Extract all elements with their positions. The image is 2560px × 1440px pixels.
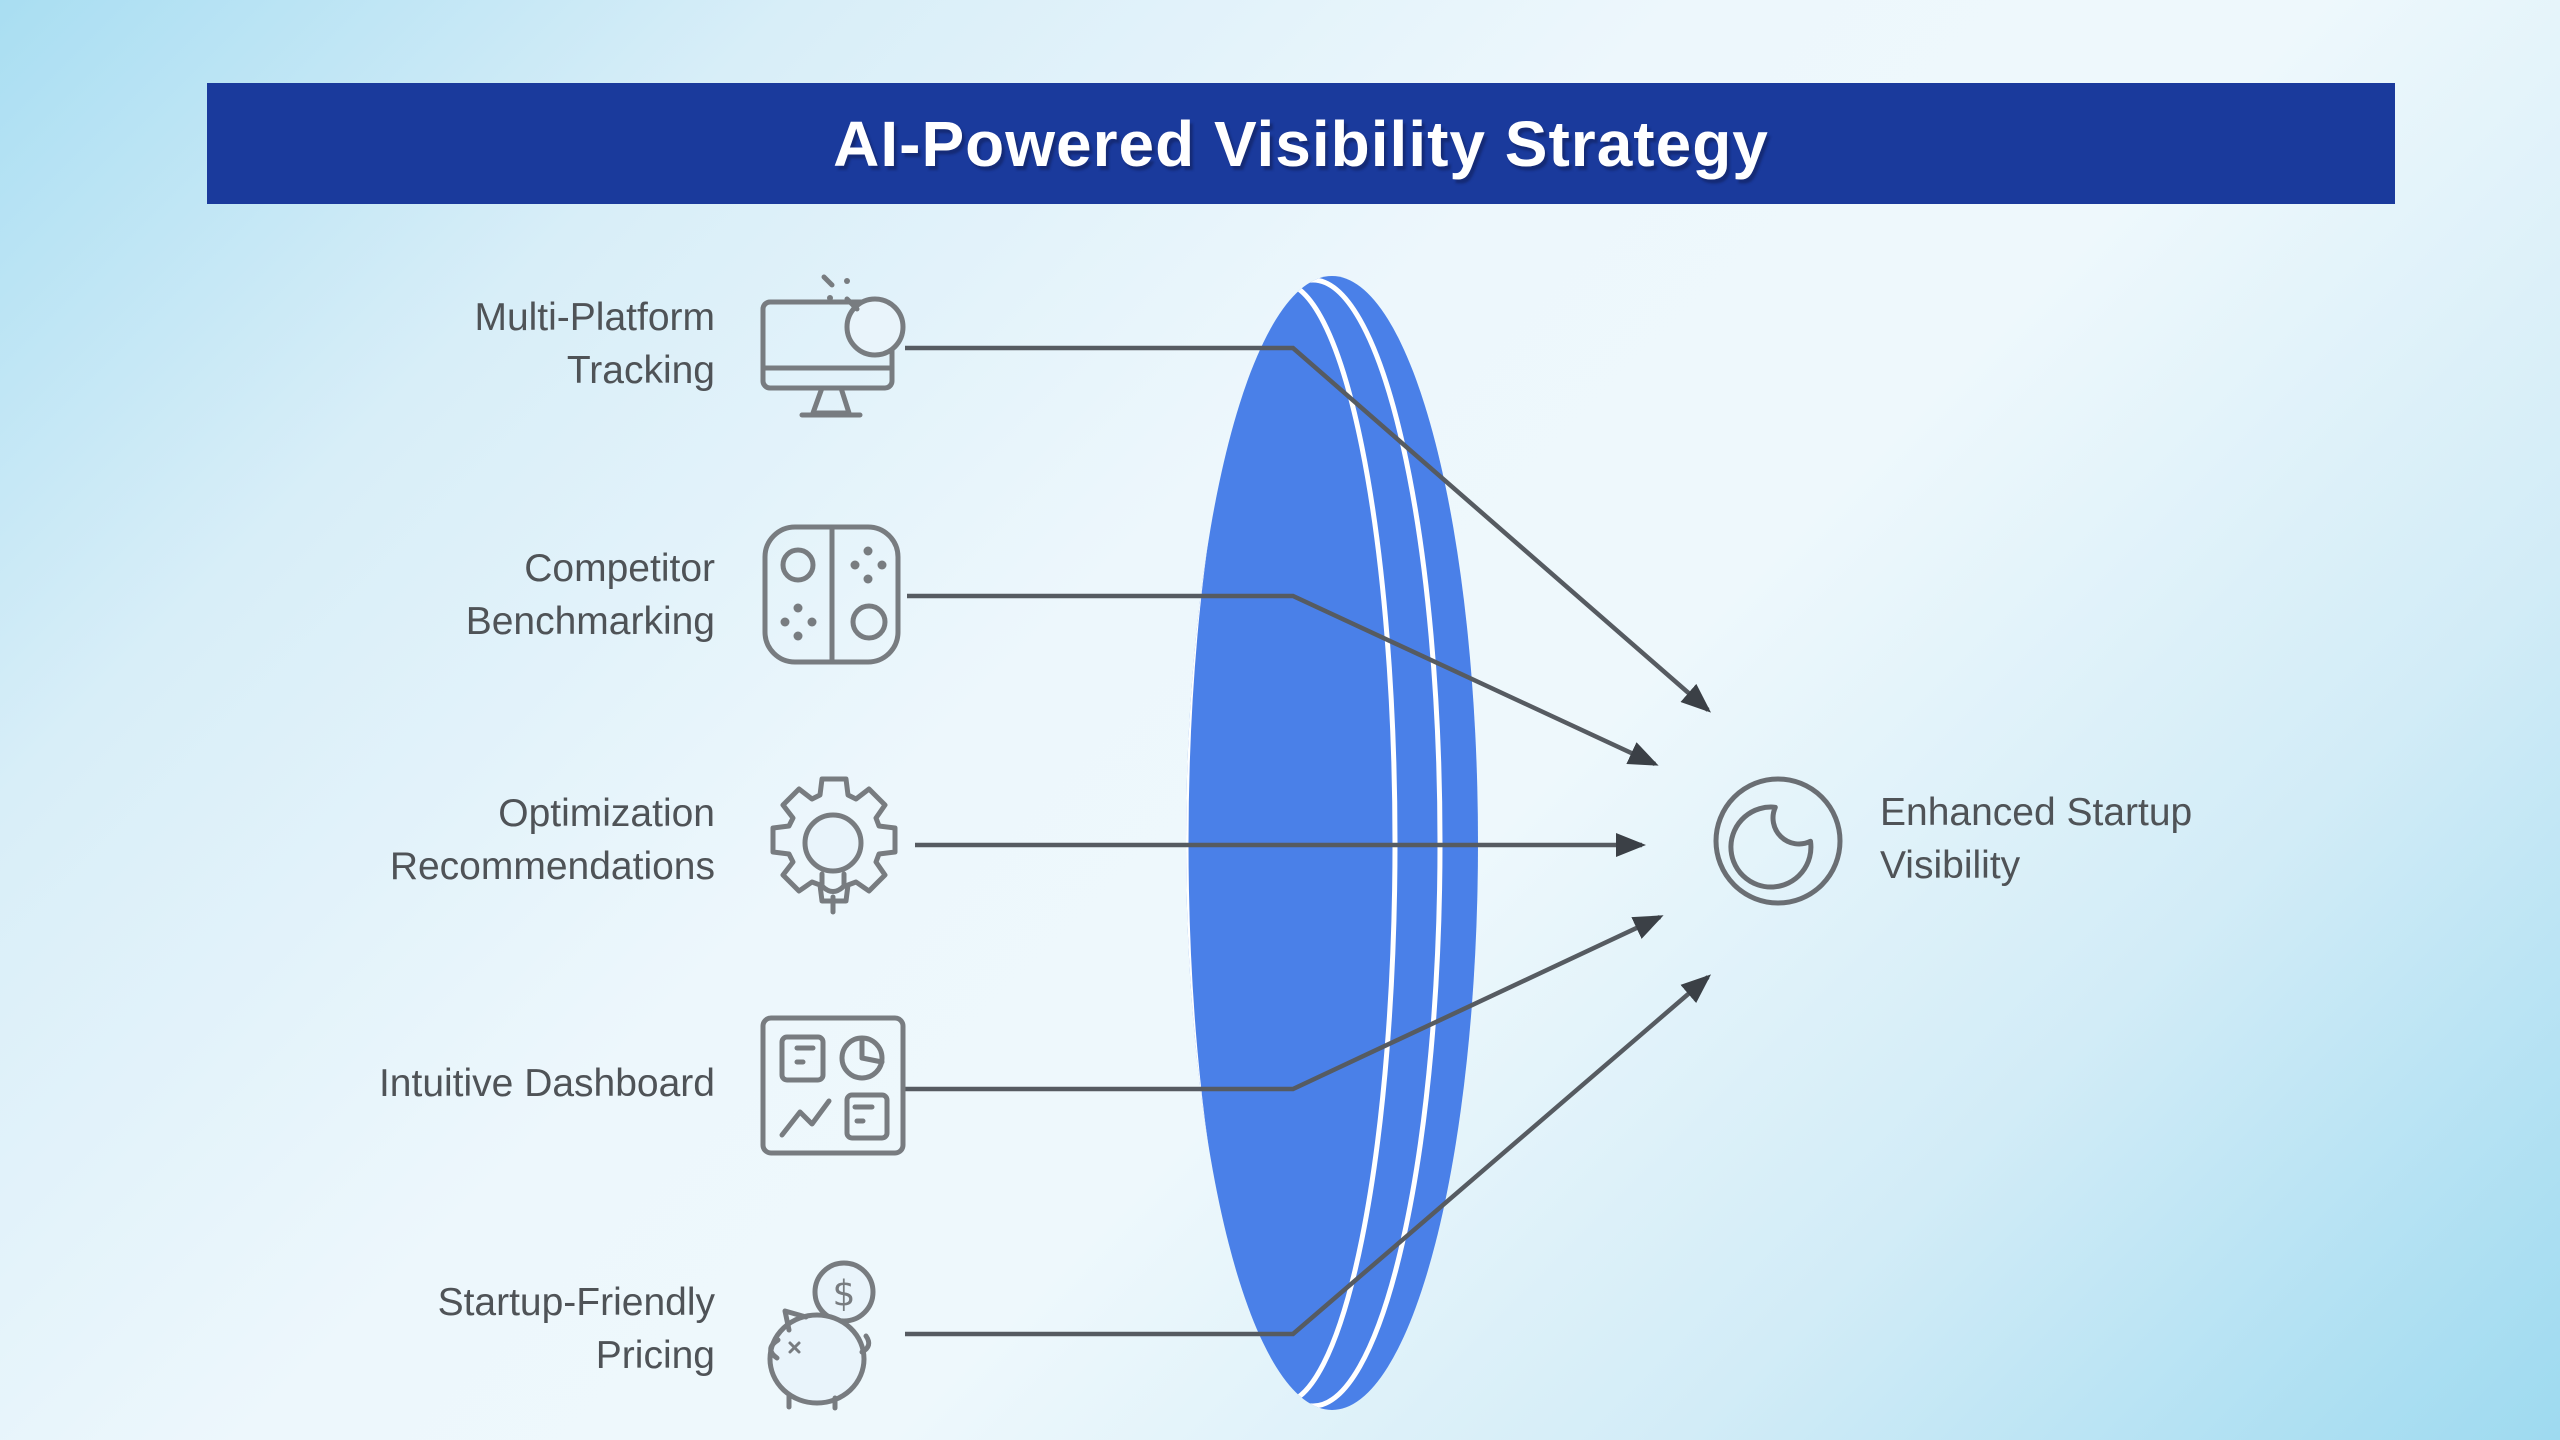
connector-competitor-benchmarking	[907, 593, 1659, 767]
connector-startup-friendly-pricing	[905, 974, 1712, 1337]
moon-circle-icon	[1713, 776, 1843, 906]
monitor-search-icon	[760, 274, 906, 418]
piggy-bank-dollar-icon: $	[767, 1260, 876, 1411]
title-banner: AI-Powered Visibility Strategy	[207, 83, 2395, 204]
dollar-sign: $	[833, 1274, 856, 1315]
feature-label-line: Startup-Friendly	[437, 1281, 715, 1324]
feature-label-multi-platform-tracking: Multi-Platform Tracking	[474, 291, 715, 397]
feature-label-intuitive-dashboard: Intuitive Dashboard	[379, 1057, 715, 1110]
feature-label-line: Competitor	[524, 547, 715, 590]
feature-label-competitor-benchmarking: Competitor Benchmarking	[466, 542, 715, 648]
feature-label-startup-friendly-pricing: Startup-Friendly Pricing	[438, 1276, 715, 1382]
gear-lightbulb-icon	[770, 776, 898, 915]
feature-label-line: Multi-Platform	[474, 296, 715, 339]
connector-multi-platform-tracking	[905, 345, 1712, 713]
feature-label-line: Optimization	[498, 792, 715, 835]
comparison-grid-icon	[762, 524, 901, 665]
feature-label-line: Benchmarking	[465, 600, 715, 643]
dashboard-charts-icon	[760, 1015, 906, 1156]
outcome-label-line: Visibility	[1880, 844, 2021, 887]
feature-label-line: Tracking	[566, 349, 715, 392]
connector-intuitive-dashboard	[905, 914, 1664, 1092]
feature-label-line: Intuitive Dashboard	[378, 1062, 715, 1105]
outcome-label-line: Enhanced Startup	[1880, 791, 2193, 834]
page-title: AI-Powered Visibility Strategy	[833, 107, 1769, 180]
feature-label-line: Recommendations	[389, 845, 715, 888]
outcome-label-enhanced-startup-visibility: Enhanced Startup Visibility	[1880, 786, 2192, 892]
feature-label-line: Pricing	[595, 1334, 715, 1377]
feature-label-optimization-recommendations: Optimization Recommendations	[390, 787, 715, 893]
connector-lines	[905, 345, 1712, 1337]
